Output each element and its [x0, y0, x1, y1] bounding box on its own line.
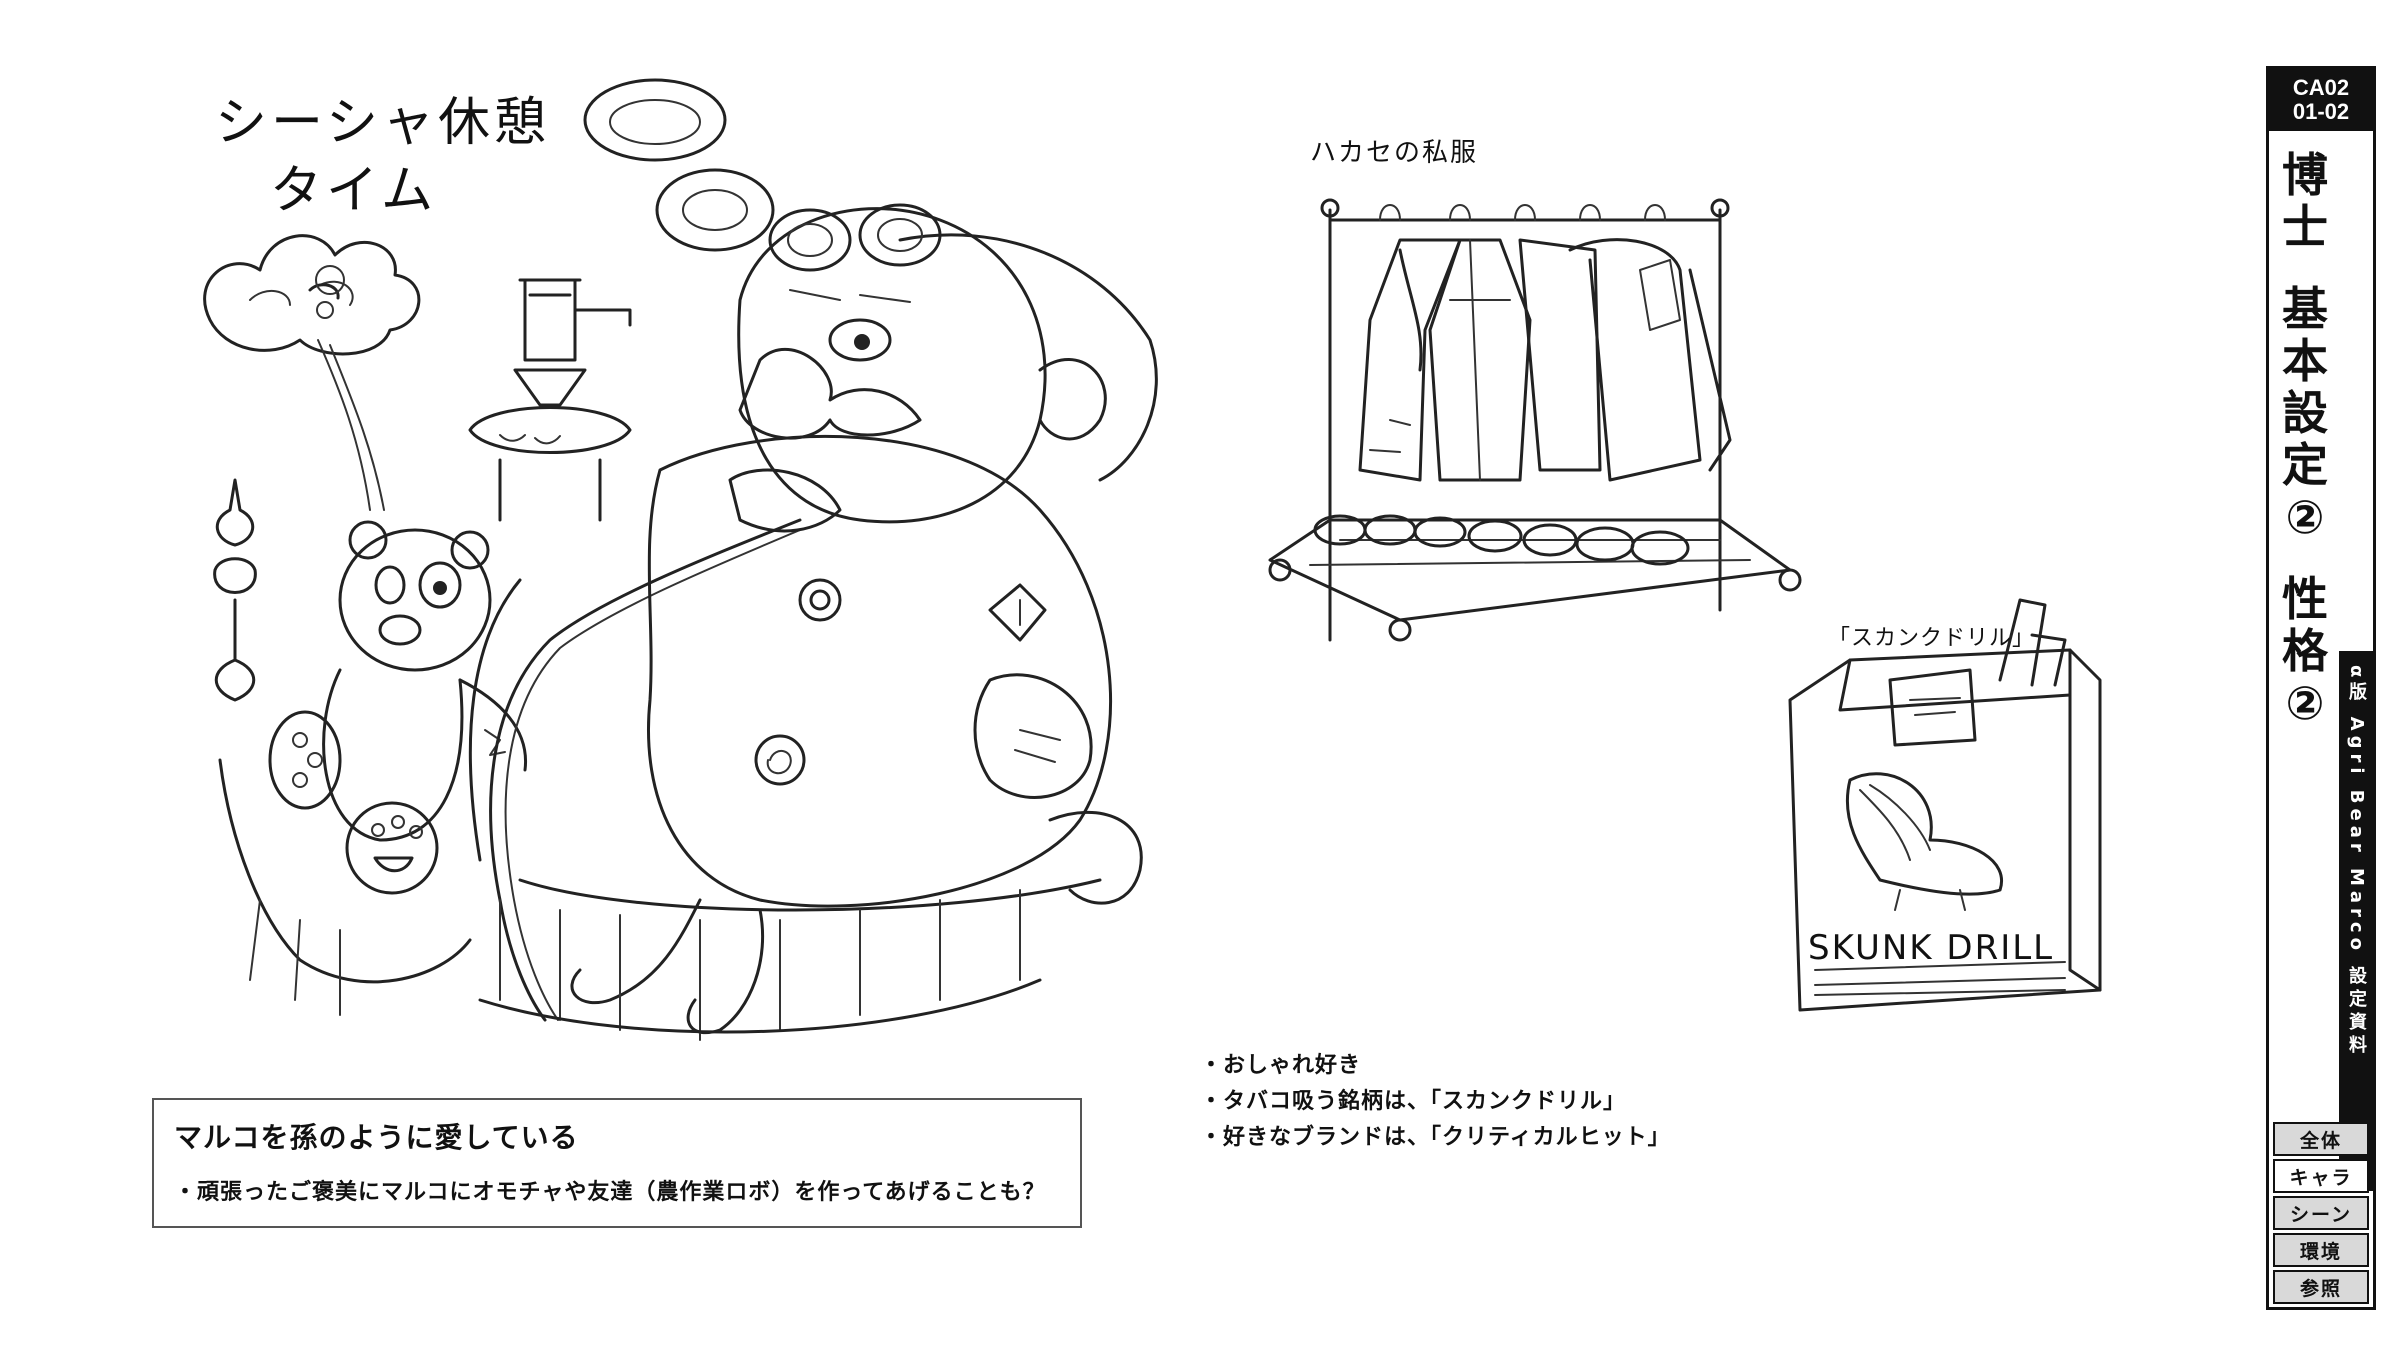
sheet-title-char: 定 — [2282, 438, 2328, 492]
sheet-sidebar: CA02 01-02 博 士 基 本 設 定 ② 性 格 ② α版 Agri B… — [2266, 66, 2376, 1310]
sheet-code: CA02 01-02 — [2269, 69, 2373, 131]
note-heading: マルコを孫のように愛している — [174, 1121, 579, 1154]
closet-label: ハカセの私服 — [1310, 138, 1479, 168]
nav-tab-character[interactable]: キャラ — [2273, 1159, 2369, 1193]
sheet-title-char: ② — [2285, 490, 2325, 544]
list-item: ・好きなブランドは、「クリティカルヒット」 — [1200, 1125, 1671, 1150]
sheet-title-char: 本 — [2282, 334, 2328, 388]
clothes-rack-sketch — [1268, 198, 1802, 642]
sheet-title-char: 格 — [2282, 624, 2328, 678]
sidebar-body: 博 士 基 本 設 定 ② 性 格 ② α版 Agri Bear Marco 設… — [2269, 131, 2373, 1191]
nav-tab-environment[interactable]: 環境 — [2273, 1233, 2369, 1267]
illustration-title-line-2: タイム — [270, 161, 437, 221]
sheet-title-char: 士 — [2282, 200, 2328, 254]
hookah-sketch — [203, 78, 1158, 1041]
sheet-nav: 全体 キャラ シーン 環境 参照 — [2269, 1119, 2373, 1307]
trait-list: ・おしゃれ好き ・タバコ吸う銘柄は、「スカンクドリル」 ・好きなブランドは、「ク… — [1200, 1048, 1671, 1156]
sheet-title-char — [2275, 253, 2335, 283]
sheet-code-line-1: CA02 — [2292, 75, 2350, 100]
sheet-title-char — [2275, 543, 2335, 573]
nav-tab-reference[interactable]: 参照 — [2273, 1270, 2369, 1304]
nav-tab-all[interactable]: 全体 — [2273, 1122, 2369, 1156]
sheet-title-char: 性 — [2282, 572, 2328, 626]
note-box: マルコを孫のように愛している ・頑張ったご褒美にマルコにオモチャや友達（農作業ロ… — [152, 1098, 1082, 1228]
project-strip: α版 Agri Bear Marco 設定資料 — [2339, 651, 2373, 1191]
brand-label: 「スカンクドリル」 — [1828, 626, 2036, 651]
nav-tab-scene[interactable]: シーン — [2273, 1196, 2369, 1230]
sheet-code-line-2: 01-02 — [2292, 99, 2350, 124]
package-text: SKUNK DRILL — [1808, 928, 2055, 968]
list-item: ・おしゃれ好き — [1200, 1053, 1362, 1078]
sheet-title-char: ② — [2285, 676, 2325, 730]
sheet-title-char: 博 — [2282, 148, 2328, 202]
sheet-title-char: 設 — [2282, 386, 2328, 440]
cigarette-pack-sketch — [1788, 598, 2102, 1012]
project-strip-text: α版 Agri Bear Marco 設定資料 — [2346, 665, 2367, 1059]
list-item: ・タバコ吸う銘柄は、「スカンクドリル」 — [1200, 1089, 1627, 1114]
illustration-title-line-1: シーシャ休憩 — [215, 93, 550, 153]
note-item: ・頑張ったご褒美にマルコにオモチャや友達（農作業ロボ）を作ってあげることも？ — [174, 1180, 1046, 1205]
sheet-title-char: 基 — [2282, 282, 2328, 336]
sheet-title: 博 士 基 本 設 定 ② 性 格 ② — [2275, 149, 2335, 729]
